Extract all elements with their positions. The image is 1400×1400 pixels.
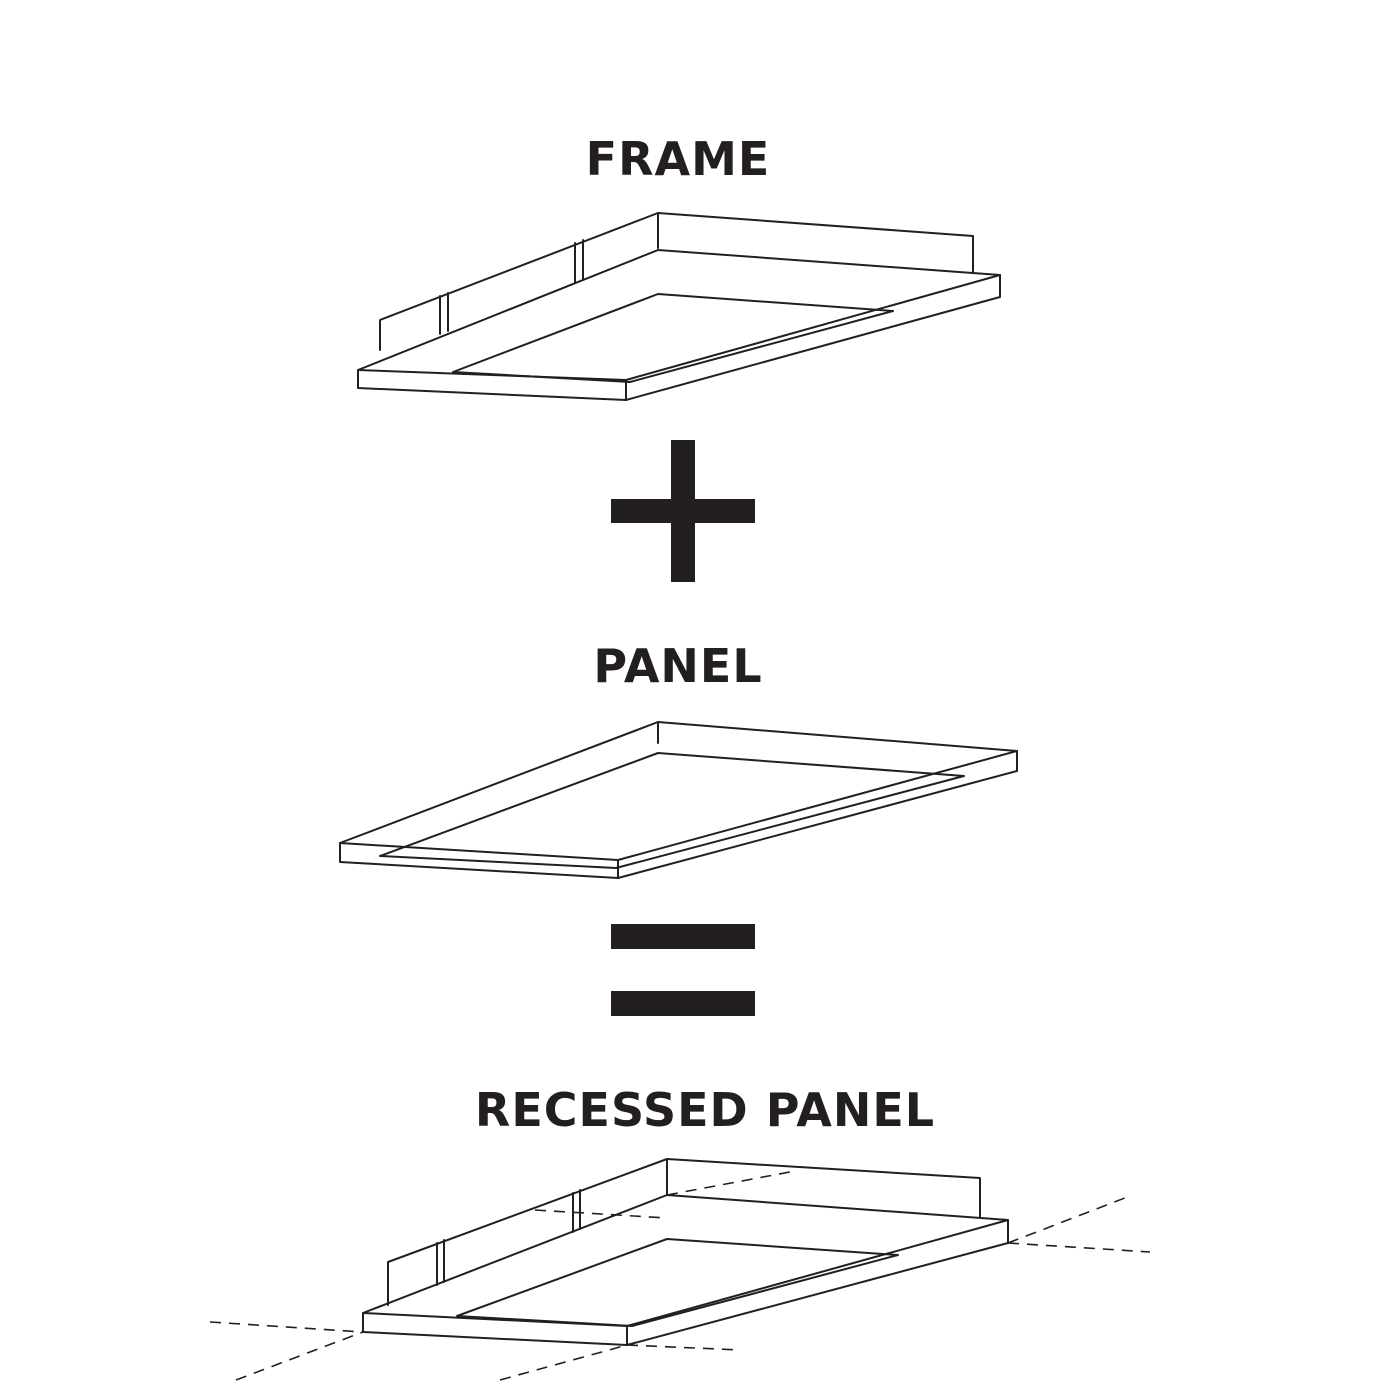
frame-illustration [357, 212, 1001, 401]
plus-icon [611, 440, 755, 582]
panel-label: PANEL [593, 639, 763, 693]
equals-icon [611, 924, 755, 1016]
frame-label: FRAME [585, 132, 771, 186]
panel-illustration [339, 721, 1018, 879]
recessed-panel-label: RECESSED PANEL [474, 1083, 936, 1137]
recessed-panel-illustration [209, 1158, 1151, 1381]
